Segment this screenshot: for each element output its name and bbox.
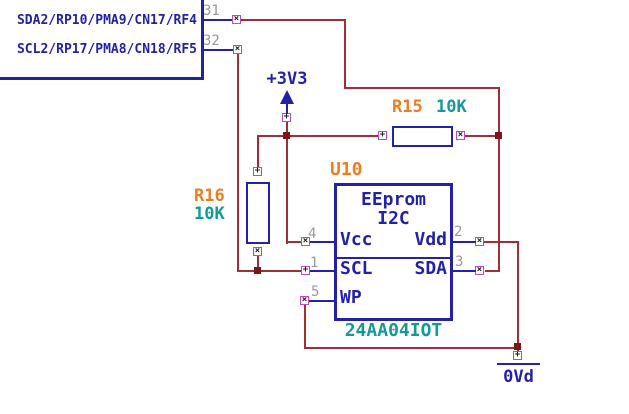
connector-power-rail[interactable]: + [282,113,291,122]
cross-icon: × [457,130,464,140]
wire-segment[interactable] [238,270,302,272]
wire-segment[interactable] [257,135,379,137]
connector-u10-pin4[interactable]: × [301,237,310,246]
cross-icon: × [301,295,308,305]
connector-u10-pin3[interactable]: × [475,266,484,275]
wire-segment[interactable] [517,241,519,352]
u10-pin5-number: 5 [311,284,320,300]
u10-pin-name-wp: WP [340,287,362,308]
u10-pin3-number: 3 [455,254,464,270]
connector-r15-right[interactable]: × [456,131,465,140]
cross-icon: × [302,236,309,246]
connector-r16-top[interactable]: + [253,167,262,176]
plus-icon: + [379,130,386,140]
u10-pin2-number: 2 [454,224,463,240]
connector-u10-pin1[interactable]: + [301,266,310,275]
u10-pin-name-sda: SDA [414,258,447,279]
connector-r15-left[interactable]: + [378,131,387,140]
eeprom-ref-label: U10 [330,159,363,180]
mcu-pin31-stub[interactable] [201,19,233,21]
wire-segment[interactable] [304,305,306,349]
connector-u10-pin5[interactable]: × [300,296,309,305]
wire-segment[interactable] [485,270,500,272]
u10-pin3-stub[interactable] [451,270,476,272]
wire-segment[interactable] [286,241,302,243]
u10-pin-name-vdd: Vdd [414,229,447,250]
mcu-pin32-number: 32 [203,33,220,49]
mcu-pin31-net-label: SDA2/RP10/PMA9/CN17/RF4 [16,13,197,28]
mcu-pin32-net-label: SCL2/RP17/PMA8/CN18/RF5 [16,42,197,57]
plus-icon: + [302,265,309,275]
junction-dot[interactable] [514,343,521,350]
plus-icon: + [283,112,290,122]
wire-segment[interactable] [237,54,239,272]
connector-ground[interactable]: + [513,351,522,360]
u10-pin4-number: 4 [308,226,317,242]
wire-segment[interactable] [344,19,346,88]
eeprom-u10-body[interactable] [334,183,453,321]
u10-pin-name-scl: SCL [340,258,373,279]
cross-icon: × [233,14,240,24]
cross-icon: × [476,236,483,246]
ground-label: 0Vd [503,367,534,387]
cross-icon: × [254,246,261,256]
connector-mcu-pin32[interactable]: × [233,45,242,54]
u10-pin4-stub[interactable] [310,241,335,243]
power-rail-label: +3V3 [266,69,308,89]
plus-icon: + [254,166,261,176]
eeprom-part-number: 24AA04IOT [344,320,443,341]
resistor-r15-body[interactable] [392,126,453,147]
u10-pin5-stub[interactable] [309,300,335,302]
power-arrow-stem [286,103,288,114]
wire-segment[interactable] [240,19,346,21]
resistor-r16-value: 10K [194,204,225,224]
u10-pin2-stub[interactable] [451,241,476,243]
junction-dot[interactable] [283,132,290,139]
junction-dot[interactable] [254,267,261,274]
plus-icon: + [514,350,521,360]
mcu-block-body[interactable] [0,0,204,80]
connector-r16-bottom[interactable]: × [253,247,262,256]
wire-segment[interactable] [257,256,259,272]
eeprom-title-line1: EEprom [360,189,427,210]
wire-segment[interactable] [465,135,500,137]
wire-segment[interactable] [304,347,519,349]
connector-u10-pin2[interactable]: × [475,237,484,246]
resistor-r15-ref: R15 [392,97,423,117]
ground-bar-icon[interactable] [497,363,540,365]
u10-pin-name-vcc: Vcc [340,229,373,250]
connector-mcu-pin31[interactable]: × [232,15,241,24]
u10-pin1-number: 1 [310,255,319,271]
junction-dot[interactable] [495,132,502,139]
wire-segment[interactable] [484,241,519,243]
cross-icon: × [234,44,241,54]
wire-segment[interactable] [498,87,500,272]
resistor-r16-ref: R16 [194,186,225,206]
mcu-pin31-number: 31 [203,3,220,19]
cross-icon: × [476,265,483,275]
wire-segment[interactable] [286,122,288,244]
eeprom-section-divider [337,257,450,259]
resistor-r16-body[interactable] [246,182,270,244]
u10-pin1-stub[interactable] [310,270,335,272]
eeprom-title-line2: I2C [377,208,410,229]
power-arrow-icon[interactable] [280,90,294,104]
wire-segment[interactable] [344,87,500,89]
mcu-pin32-stub[interactable] [201,49,233,51]
resistor-r15-value: 10K [436,97,467,117]
wire-segment[interactable] [257,135,259,169]
